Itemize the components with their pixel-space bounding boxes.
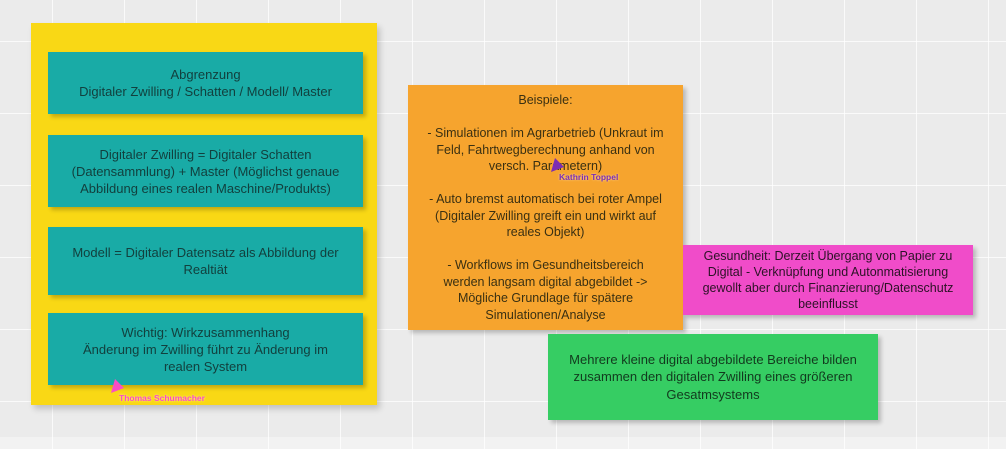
sticky-note-gesundheit[interactable]: Gesundheit: Derzeit Übergang von Papier … xyxy=(683,245,973,315)
sticky-note-wirkzusammenhang[interactable]: Wichtig: Wirkzusammenhang Änderung im Zw… xyxy=(48,313,363,385)
sticky-note-text: Gesundheit: Derzeit Übergang von Papier … xyxy=(702,249,954,311)
sticky-note-digitaler-zwilling-definition[interactable]: Digitaler Zwilling = Digitaler Schatten … xyxy=(48,135,363,207)
sticky-note-text: Beispiele: - Simulationen im Agrarbetrie… xyxy=(427,93,664,322)
sticky-note-text: Wichtig: Wirkzusammenhang Änderung im Zw… xyxy=(83,324,328,374)
sticky-note-text: Modell = Digitaler Datensatz als Abbildu… xyxy=(72,245,339,277)
sticky-note-abgrenzung[interactable]: Abgrenzung Digitaler Zwilling / Schatten… xyxy=(48,52,363,114)
canvas-grid-band xyxy=(0,437,1006,449)
sticky-note-beispiele[interactable]: Beispiele: - Simulationen im Agrarbetrie… xyxy=(408,85,683,330)
sticky-note-modell-definition[interactable]: Modell = Digitaler Datensatz als Abbildu… xyxy=(48,227,363,295)
frame-abgrenzung[interactable]: Abgrenzung Digitaler Zwilling / Schatten… xyxy=(31,23,377,405)
sticky-note-gesamtsystem[interactable]: Mehrere kleine digital abgebildete Berei… xyxy=(548,334,878,420)
sticky-note-text: Abgrenzung Digitaler Zwilling / Schatten… xyxy=(79,67,332,99)
sticky-note-text: Mehrere kleine digital abgebildete Berei… xyxy=(569,351,857,402)
sticky-note-text: Digitaler Zwilling = Digitaler Schatten … xyxy=(71,146,340,196)
